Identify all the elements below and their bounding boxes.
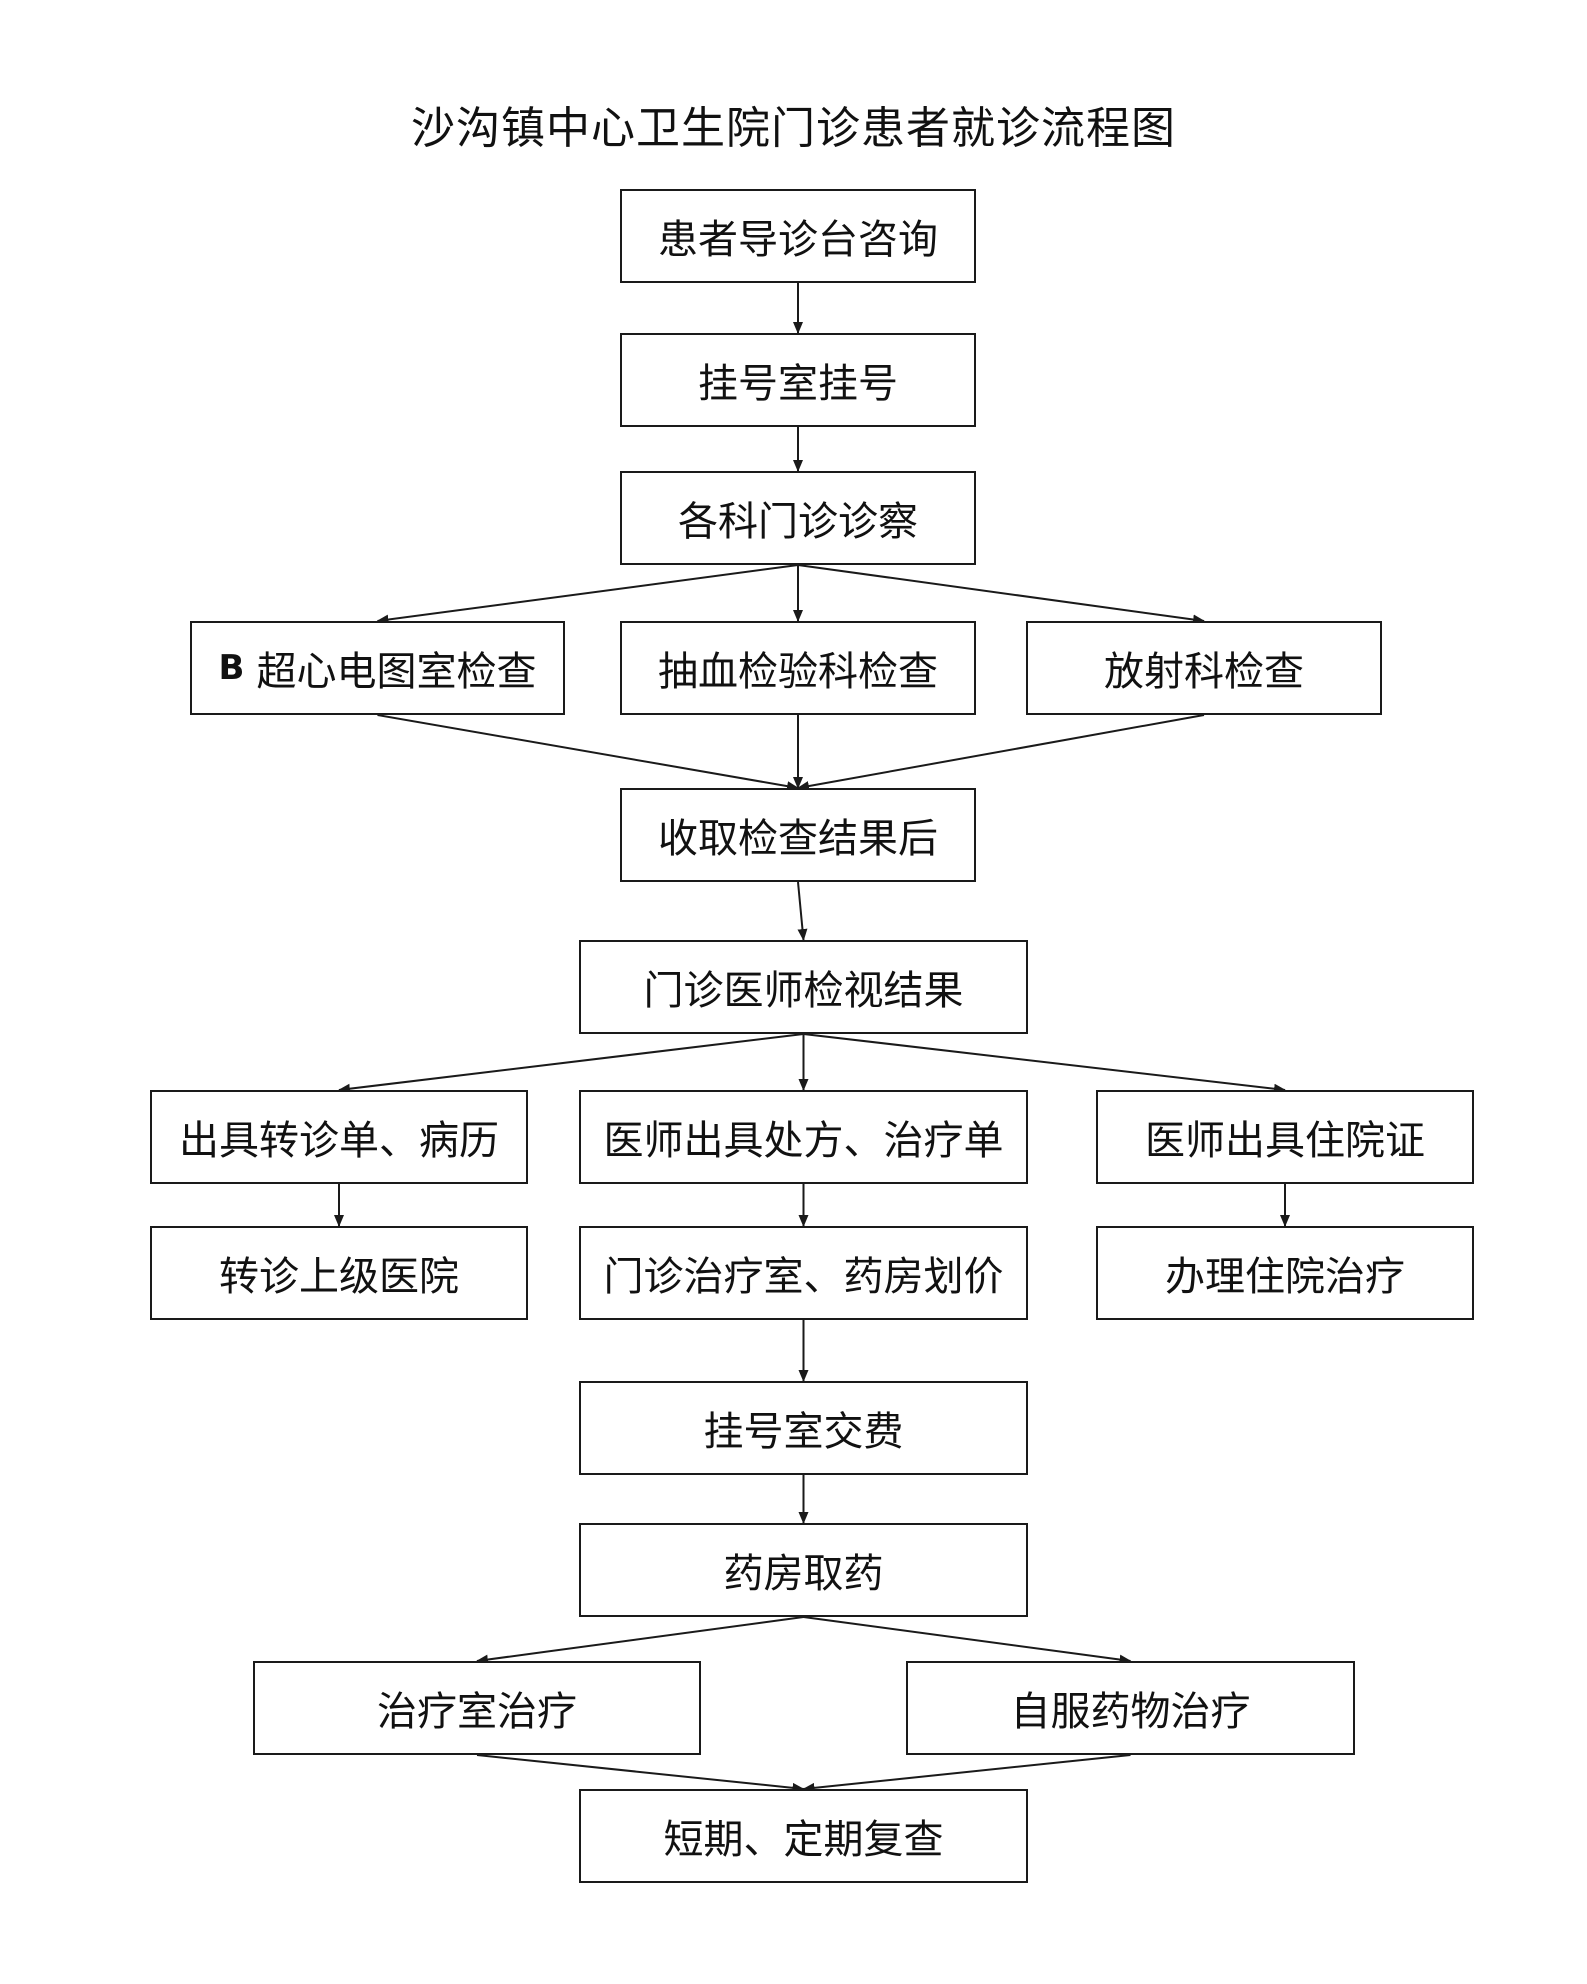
node-pricing-label: 门诊治疗室、药房划价 — [603, 1254, 1004, 1300]
node-ultrasound-prefix: B — [218, 648, 245, 688]
node-referral-doc-label: 出具转诊单、病历 — [179, 1118, 499, 1164]
node-pharmacy: 药房取药 — [579, 1523, 1028, 1617]
connector-clinic-to-ultrasound — [376, 564, 799, 625]
node-register: 挂号室挂号 — [620, 333, 976, 427]
connector-treatment_room-to-followup — [476, 1754, 805, 1793]
node-consult-label: 患者导诊台咨询 — [658, 217, 938, 263]
connector-collect_results-to-doctor_review — [797, 881, 808, 941]
node-payment-label: 挂号室交费 — [703, 1409, 904, 1455]
node-consult: 患者导诊台咨询 — [620, 189, 976, 283]
node-lab-label: 抽血检验科检查 — [658, 649, 938, 695]
connector-pharmacy-to-treatment_room — [476, 1616, 804, 1665]
node-prescription-label: 医师出具处方、治疗单 — [603, 1118, 1004, 1164]
connector-clinic-to-radiology — [797, 564, 1205, 625]
page-title: 沙沟镇中心卫生院门诊患者就诊流程图 — [411, 103, 1176, 154]
node-referral-hospital-label: 转诊上级医院 — [219, 1254, 459, 1300]
node-admission-cert: 医师出具住院证 — [1096, 1090, 1474, 1184]
node-doctor-review: 门诊医师检视结果 — [579, 940, 1028, 1034]
node-payment: 挂号室交费 — [579, 1381, 1028, 1475]
node-self-medication: 自服药物治疗 — [906, 1661, 1355, 1755]
node-ultrasound: B 超心电图室检查 — [190, 621, 565, 715]
node-treatment-room-label: 治疗室治疗 — [377, 1689, 577, 1735]
node-ultrasound-label: 超心电图室检查 — [256, 649, 537, 695]
node-doctor-review-label: 门诊医师检视结果 — [643, 968, 964, 1014]
node-followup: 短期、定期复查 — [579, 1789, 1028, 1883]
connector-self_medication-to-followup — [802, 1754, 1131, 1793]
node-register-label: 挂号室挂号 — [698, 361, 898, 407]
node-radiology-label: 放射科检查 — [1104, 649, 1304, 695]
node-self-medication-label: 自服药物治疗 — [1010, 1689, 1251, 1735]
connector-pharmacy-to-self_medication — [803, 1616, 1132, 1665]
node-clinic: 各科门诊诊察 — [620, 471, 976, 565]
node-collect-results: 收取检查结果后 — [620, 788, 976, 882]
node-followup-label: 短期、定期复查 — [663, 1817, 944, 1863]
connector-doctor_review-to-referral_doc — [338, 1033, 804, 1094]
node-radiology: 放射科检查 — [1026, 621, 1382, 715]
connector-doctor_review-to-admission_cert — [803, 1033, 1286, 1094]
node-admission-cert-label: 医师出具住院证 — [1145, 1118, 1425, 1164]
node-referral-hospital: 转诊上级医院 — [150, 1226, 528, 1320]
node-referral-doc: 出具转诊单、病历 — [150, 1090, 528, 1184]
node-clinic-label: 各科门诊诊察 — [678, 499, 918, 545]
connector-radiology-to-collect_results — [797, 714, 1205, 791]
node-pharmacy-label: 药房取药 — [723, 1551, 884, 1597]
node-collect-results-label: 收取检查结果后 — [658, 816, 938, 862]
node-prescription: 医师出具处方、治疗单 — [579, 1090, 1028, 1184]
node-pricing: 门诊治疗室、药房划价 — [579, 1226, 1028, 1320]
connector-ultrasound-to-collect_results — [377, 714, 799, 792]
node-admission: 办理住院治疗 — [1096, 1226, 1474, 1320]
node-treatment-room: 治疗室治疗 — [253, 1661, 701, 1755]
node-lab: 抽血检验科检查 — [620, 621, 976, 715]
node-admission-label: 办理住院治疗 — [1165, 1254, 1405, 1300]
